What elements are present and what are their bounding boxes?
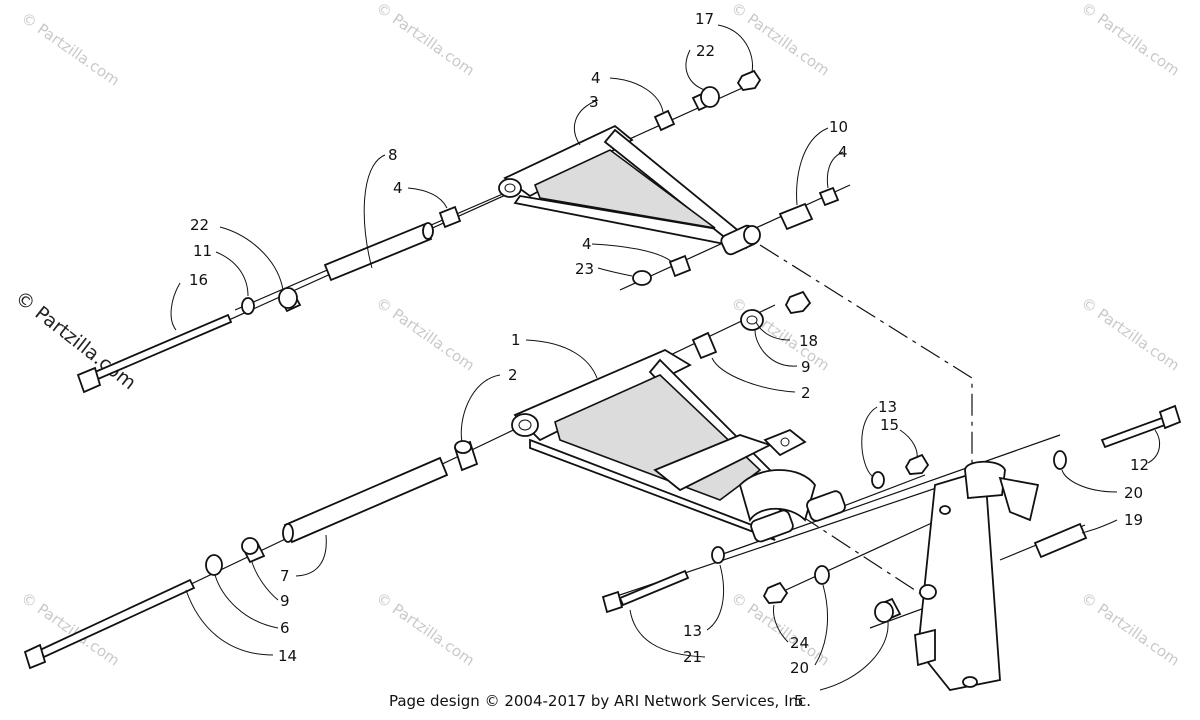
callout-13-lower: 13 [683, 622, 702, 640]
callout-13-upper: 13 [878, 398, 897, 416]
watermark-7: © Partzilla.com [1078, 294, 1183, 375]
watermark-4: © Partzilla.com [1078, 0, 1183, 80]
watermark-1: © Partzilla.com [18, 9, 123, 90]
callout-14: 14 [278, 647, 297, 665]
callout-22-left: 22 [190, 216, 209, 234]
callout-4-top: 4 [591, 69, 601, 87]
watermark-11: © Partzilla.com [1078, 589, 1183, 670]
callouts: 17 22 4 3 8 4 10 4 22 11 16 4 23 1 18 9 … [189, 10, 1149, 710]
callout-6: 6 [280, 619, 290, 637]
callout-20-upper: 20 [1124, 484, 1143, 502]
callout-4-lower: 4 [582, 235, 592, 253]
callout-9-lower: 9 [280, 592, 290, 610]
callout-10: 10 [829, 118, 848, 136]
callout-17: 17 [695, 10, 714, 28]
spindle-knuckle [914, 460, 1040, 691]
callout-23: 23 [575, 260, 594, 278]
watermark-9: © Partzilla.com [373, 589, 478, 670]
watermark-5: © Partzilla.com [373, 294, 478, 375]
callout-9-upper: 9 [801, 358, 811, 376]
callout-5: 5 [794, 692, 804, 710]
callout-11: 11 [193, 242, 212, 260]
callout-4-left: 4 [393, 179, 403, 197]
callout-19: 19 [1124, 511, 1143, 529]
callout-12: 12 [1130, 456, 1149, 474]
callout-20-lower: 20 [790, 659, 809, 677]
watermark-2: © Partzilla.com [373, 0, 478, 80]
callout-21: 21 [683, 648, 702, 666]
callout-2-right: 2 [801, 384, 811, 402]
callout-24: 24 [790, 634, 809, 652]
callout-4-right: 4 [838, 143, 848, 161]
callout-16: 16 [189, 271, 208, 289]
upper-a-arm [498, 124, 761, 256]
callout-1: 1 [511, 331, 521, 349]
page-footer: Page design © 2004-2017 by ARI Network S… [388, 692, 812, 710]
callout-3: 3 [589, 93, 599, 111]
callout-8: 8 [388, 146, 398, 164]
callout-2-left: 2 [508, 366, 518, 384]
lower-a-arm [511, 348, 846, 543]
callout-15: 15 [880, 416, 899, 434]
watermark-left: © Partzilla.com [11, 287, 140, 395]
callout-7: 7 [280, 567, 290, 585]
callout-22-top: 22 [696, 42, 715, 60]
leader-lines [170, 24, 1161, 691]
callout-18: 18 [799, 332, 818, 350]
hardware [23, 69, 1182, 670]
